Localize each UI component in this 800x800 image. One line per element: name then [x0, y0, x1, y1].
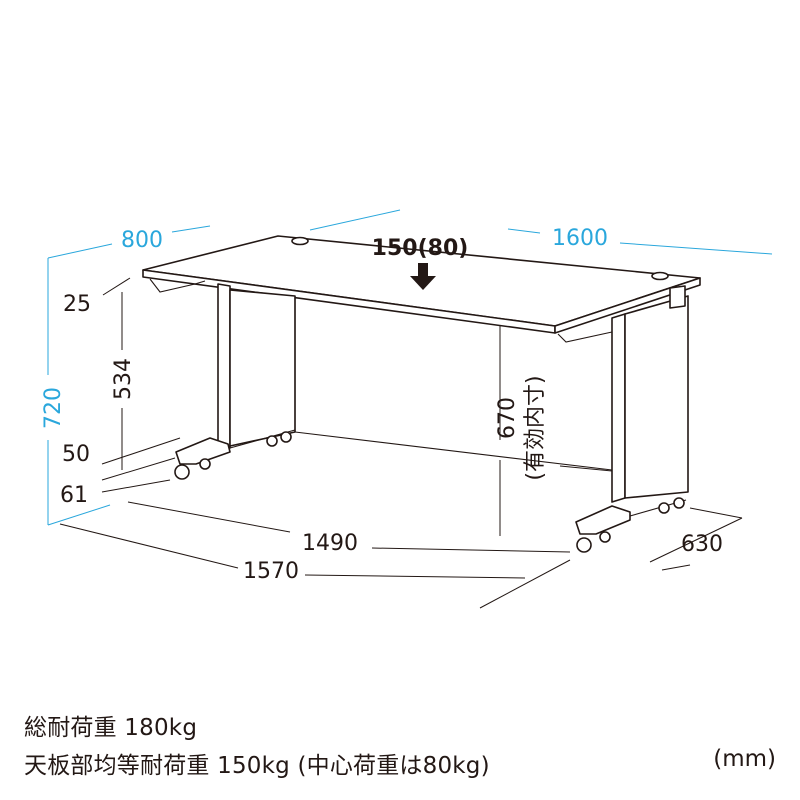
inner-width-label: 1490 [302, 531, 358, 556]
caster-height-label: 61 [60, 483, 88, 508]
modesty-panel [229, 289, 296, 447]
left-leg [217, 283, 231, 453]
depth-top-label: 800 [121, 228, 163, 253]
right-side-panel [624, 295, 689, 499]
caster-icon [658, 502, 670, 514]
caster-icon [174, 464, 190, 480]
cable-hole-icon [651, 271, 669, 281]
caster-icon [576, 537, 592, 553]
blue-dimension-lines [47, 209, 773, 526]
caster-icon [599, 531, 611, 543]
right-leg [611, 313, 626, 503]
black-dimension-lines [59, 277, 743, 609]
width-top-label: 1600 [552, 226, 608, 251]
cable-hole-icon [291, 236, 309, 246]
apron-height-label: 534 [111, 358, 136, 400]
caster-icon [266, 435, 278, 447]
right-side-block [669, 285, 686, 309]
base-depth-label: 630 [681, 532, 723, 557]
desktop-side-edge [554, 277, 701, 334]
load-arrow-icon [410, 263, 436, 290]
inner-height-note: (有効内寸) [523, 375, 548, 480]
base-width-label: 1570 [243, 559, 299, 584]
caster-icon [673, 497, 685, 509]
right-base [575, 505, 631, 535]
load-label: 150(80) [372, 236, 469, 261]
unit-label: (mm) [713, 746, 776, 772]
inner-height-label: 670 [495, 397, 520, 439]
base-height-label: 50 [62, 442, 90, 467]
top-thickness-label: 25 [63, 292, 91, 317]
total-height-label: 720 [41, 387, 66, 429]
top-load-caption: 天板部均等耐荷重 150kg (中心荷重は80kg) [24, 753, 490, 779]
caster-icon [280, 431, 292, 443]
total-load-caption: 総耐荷重 180kg [24, 715, 198, 741]
caster-icon [199, 458, 211, 470]
left-base [175, 437, 231, 465]
